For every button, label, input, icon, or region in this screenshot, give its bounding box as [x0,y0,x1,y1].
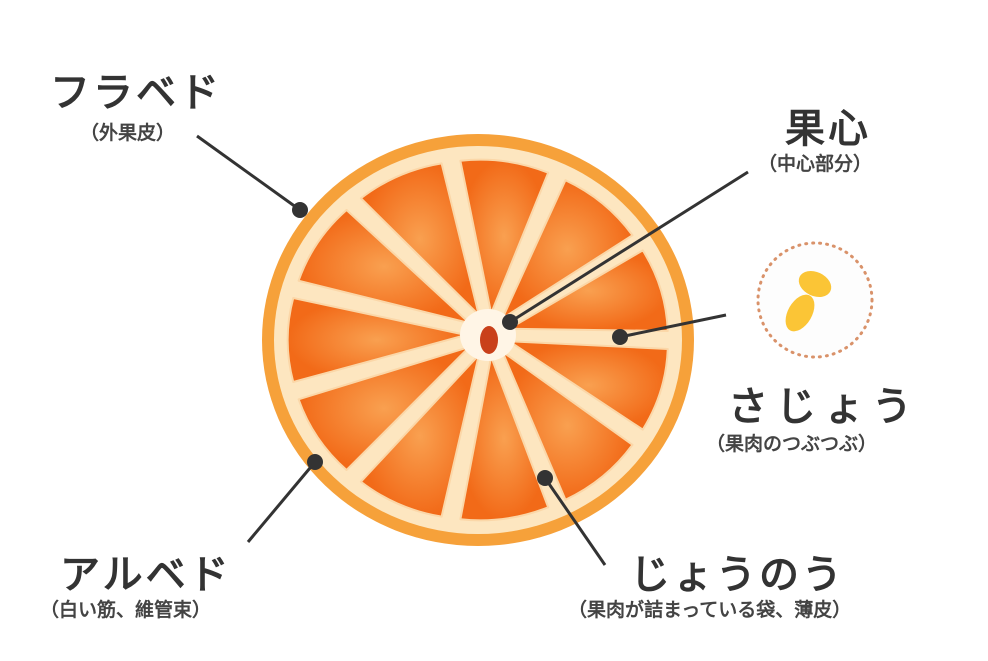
sajou-subtitle: （果肉のつぶつぶ） [706,433,878,455]
segment [459,355,550,522]
segment [501,179,634,320]
segment-dot [537,470,553,486]
sajou-line [619,313,727,339]
segment [359,354,480,518]
dotted-circle [756,241,874,359]
flavedo-subtitle: （外果皮） [80,122,176,144]
albedo-subtitle: （白い筋、維管束） [40,599,212,621]
orange-cross-section [262,134,694,546]
segment [359,162,480,316]
pulp-vesicle [785,294,815,332]
segment [459,158,550,315]
segment-title: じょうのう [630,552,845,598]
segments [286,158,669,522]
core-center [480,326,498,354]
leader-lines [196,134,749,566]
segment [501,350,634,501]
flavedo-title: フラベド [50,70,222,116]
core-title: 果心 [785,106,871,152]
flavedo-line [196,134,301,212]
sajou-title: さじょう [728,384,920,430]
segment-line [543,477,607,566]
albedo-line [246,461,317,543]
segment-subtitle: （果肉が詰まっている袋、薄皮） [568,599,852,621]
core-dot [502,314,518,330]
albedo-title: アルベド [60,552,232,598]
segment [297,345,471,471]
sajou-dot [612,329,628,345]
core-line [509,170,749,324]
albedo-dot [307,454,323,470]
segment [297,209,471,325]
segment [508,340,669,431]
sajou-illustration [756,241,874,359]
pulp-vesicle [798,270,832,298]
segment [286,296,467,384]
flavedo-dot [292,202,308,218]
core-subtitle: （中心部分） [758,153,873,175]
